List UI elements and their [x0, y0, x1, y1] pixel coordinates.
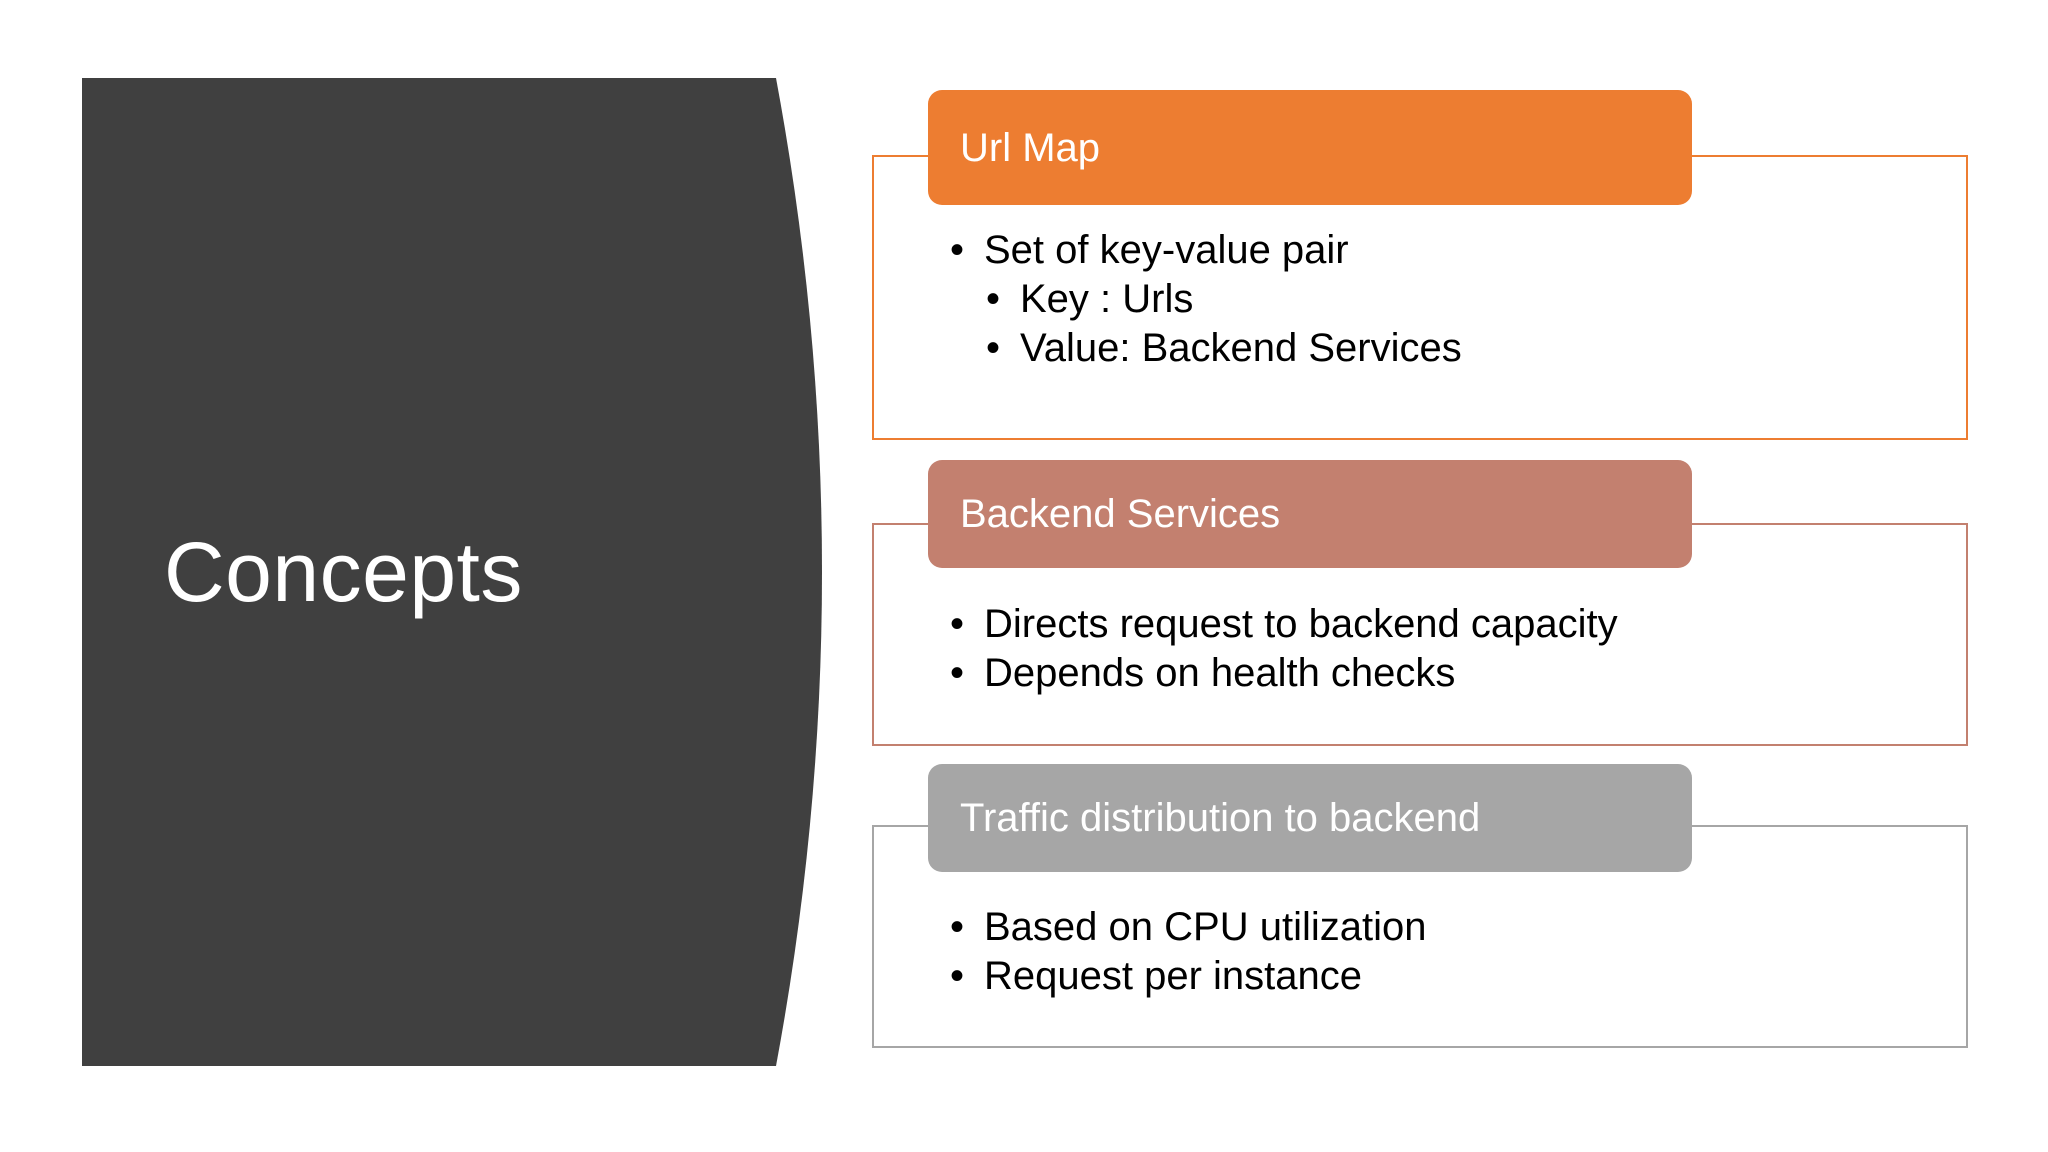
section-url-map-body: • Set of key-value pair • Key : Urls • V…	[950, 226, 1462, 372]
list-item: • Set of key-value pair	[950, 226, 1462, 275]
list-item-label: Depends on health checks	[984, 650, 1456, 695]
list-item: • Request per instance	[950, 952, 1426, 1001]
list-item-label: Value: Backend Services	[1020, 325, 1462, 370]
bullet-icon: •	[950, 953, 965, 998]
list-item-label: Request per instance	[984, 953, 1363, 998]
list-item: • Value: Backend Services	[986, 324, 1462, 373]
bullet-icon: •	[986, 325, 1001, 370]
list-item-label: Key : Urls	[1020, 276, 1194, 321]
list-item-label: Set of key-value pair	[984, 228, 1349, 272]
list-item-label: Based on CPU utilization	[984, 905, 1427, 949]
section-backend-services-body: • Directs request to backend capacity • …	[950, 600, 1618, 698]
list-item: • Directs request to backend capacity	[950, 600, 1618, 649]
list-item-label: Directs request to backend capacity	[984, 602, 1618, 646]
bullet-icon: •	[950, 905, 965, 949]
bullet-icon: •	[950, 228, 965, 272]
bullet-icon: •	[950, 602, 965, 646]
section-backend-services-header[interactable]: Backend Services	[928, 460, 1692, 568]
bullet-icon: •	[950, 650, 965, 695]
list-item: • Key : Urls	[986, 275, 1462, 324]
section-url-map-header[interactable]: Url Map	[928, 90, 1692, 205]
bullet-icon: •	[986, 276, 1001, 321]
title-panel: Concepts	[82, 78, 822, 1066]
section-traffic-distribution-body: • Based on CPU utilization • Request per…	[950, 903, 1426, 1001]
title-panel-convex-shape	[82, 78, 822, 1066]
list-item: • Based on CPU utilization	[950, 903, 1426, 952]
section-traffic-distribution-header[interactable]: Traffic distribution to backend	[928, 764, 1692, 872]
page-title: Concepts	[164, 525, 523, 619]
list-item: • Depends on health checks	[950, 649, 1618, 698]
